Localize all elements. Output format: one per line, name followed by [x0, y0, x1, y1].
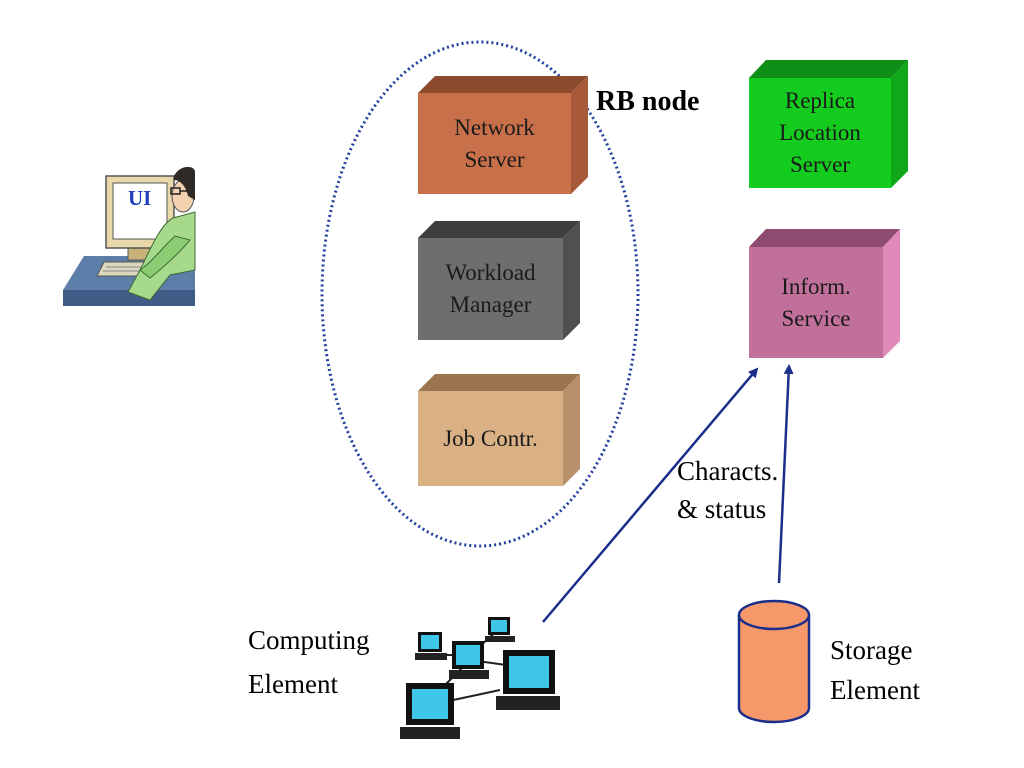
- network-server-label: Network Server: [454, 114, 535, 172]
- storage-element-label: Storage Element: [830, 635, 920, 705]
- computing-element-label: Computing Element: [248, 625, 370, 699]
- ui-label: UI: [128, 186, 152, 210]
- information-service-box: [749, 229, 900, 358]
- network-server-box: [418, 76, 588, 194]
- replica-location-server-box: [749, 60, 908, 188]
- user-workstation-illustration: [63, 166, 196, 306]
- replica-location-server-label: Replica Location Server: [779, 88, 861, 177]
- computing-to-information-arrow: [542, 367, 759, 623]
- job-controller-label: Job Contr.: [443, 425, 538, 451]
- storage-to-information-arrow: [777, 364, 794, 584]
- computing-element-computers: [400, 617, 560, 739]
- workload-manager-box: [418, 221, 580, 340]
- storage-element-cylinder: [737, 599, 811, 724]
- rb-node-label: RB node: [596, 86, 700, 117]
- job-controller-box: [418, 374, 580, 486]
- information-service-label: Inform. Service: [781, 273, 851, 331]
- characteristics-status-label: Characts. & status: [677, 456, 779, 524]
- workload-manager-label: Workload Manager: [445, 260, 536, 317]
- rb-node-boundary: [320, 40, 640, 548]
